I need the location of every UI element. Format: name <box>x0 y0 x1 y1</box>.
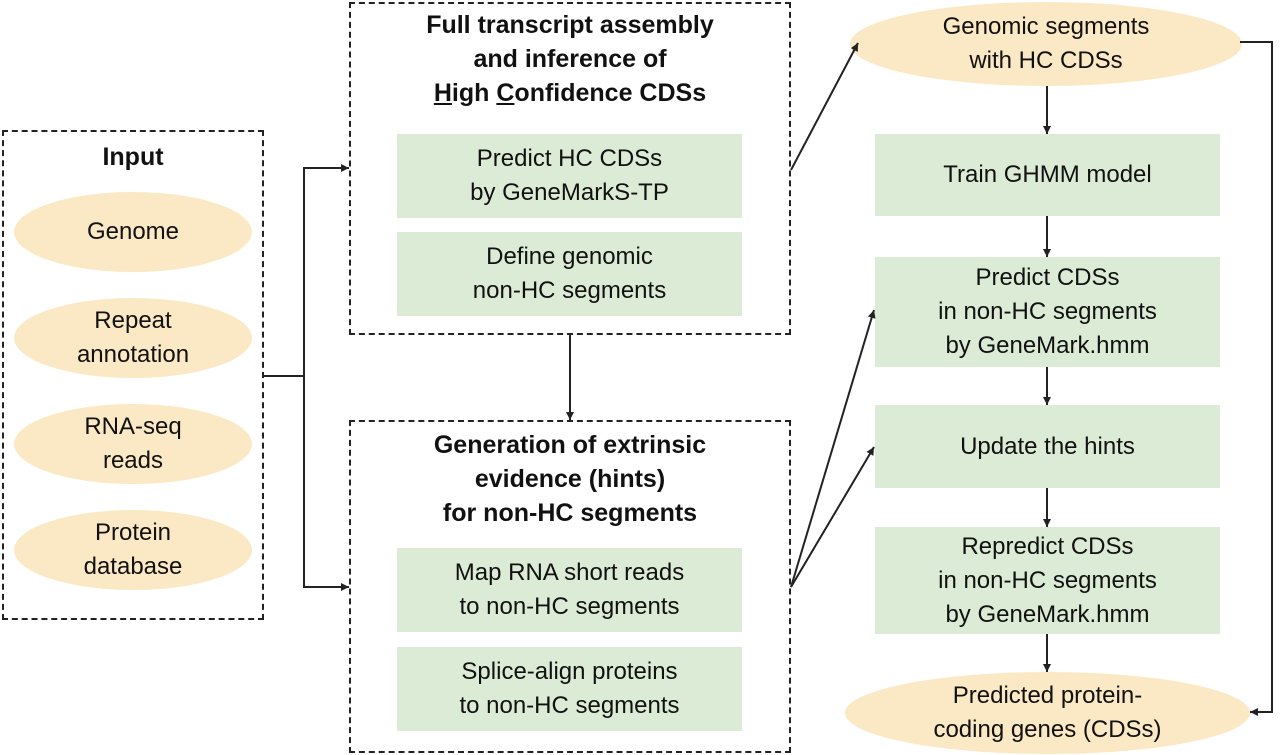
input-group <box>2 130 264 620</box>
input-rna-seq-reads: RNA-seq reads <box>14 404 252 484</box>
train-ghmm-step: Train GHMM model <box>875 134 1220 216</box>
evidence-title: Generation of extrinsic evidence (hints)… <box>433 431 707 527</box>
map-rna-reads-step: Map RNA short reads to non-HC segments <box>397 548 742 632</box>
evidence-group <box>349 420 791 753</box>
assembly-title-line2: and inference of <box>473 45 667 73</box>
input-genome: Genome <box>14 192 252 272</box>
input-to-assembly-arrow <box>303 164 349 376</box>
predict-hc-cds-step: Predict HC CDSs by GeneMarkS-TP <box>397 134 742 218</box>
genomic-segments-hc-cds: Genomic segments with HC CDSs <box>850 2 1242 86</box>
assembly-title-line1: Full transcript assembly <box>426 11 714 39</box>
assembly-to-segments-arrow <box>790 42 859 171</box>
predicted-protein-coding-genes: Predicted protein- coding genes (CDSs) <box>845 672 1250 754</box>
splice-align-proteins-step: Splice-align proteins to non-HC segments <box>397 647 742 731</box>
evidence-to-update-arrow <box>790 446 875 588</box>
assembly-group <box>349 2 791 335</box>
assembly-title: Full transcript assembly and inference o… <box>349 8 791 110</box>
define-non-hc-segments-step: Define genomic non-HC segments <box>397 232 742 316</box>
input-title: Input <box>102 143 164 171</box>
predict-cds-step: Predict CDSs in non-HC segments by GeneM… <box>875 257 1220 367</box>
assembly-title-line3: High Confidence CDSs <box>433 79 707 107</box>
evidence-to-predict-arrow <box>790 309 876 588</box>
input-repeat-annotation: Repeat annotation <box>14 298 252 378</box>
segments-to-genes-bypass-arrow <box>1240 41 1273 716</box>
input-to-evidence-arrow <box>303 376 349 591</box>
update-hints-step: Update the hints <box>875 405 1220 488</box>
repredict-cds-step: Repredict CDSs in non-HC segments by Gen… <box>875 527 1220 634</box>
input-protein-database: Protein database <box>14 510 252 590</box>
